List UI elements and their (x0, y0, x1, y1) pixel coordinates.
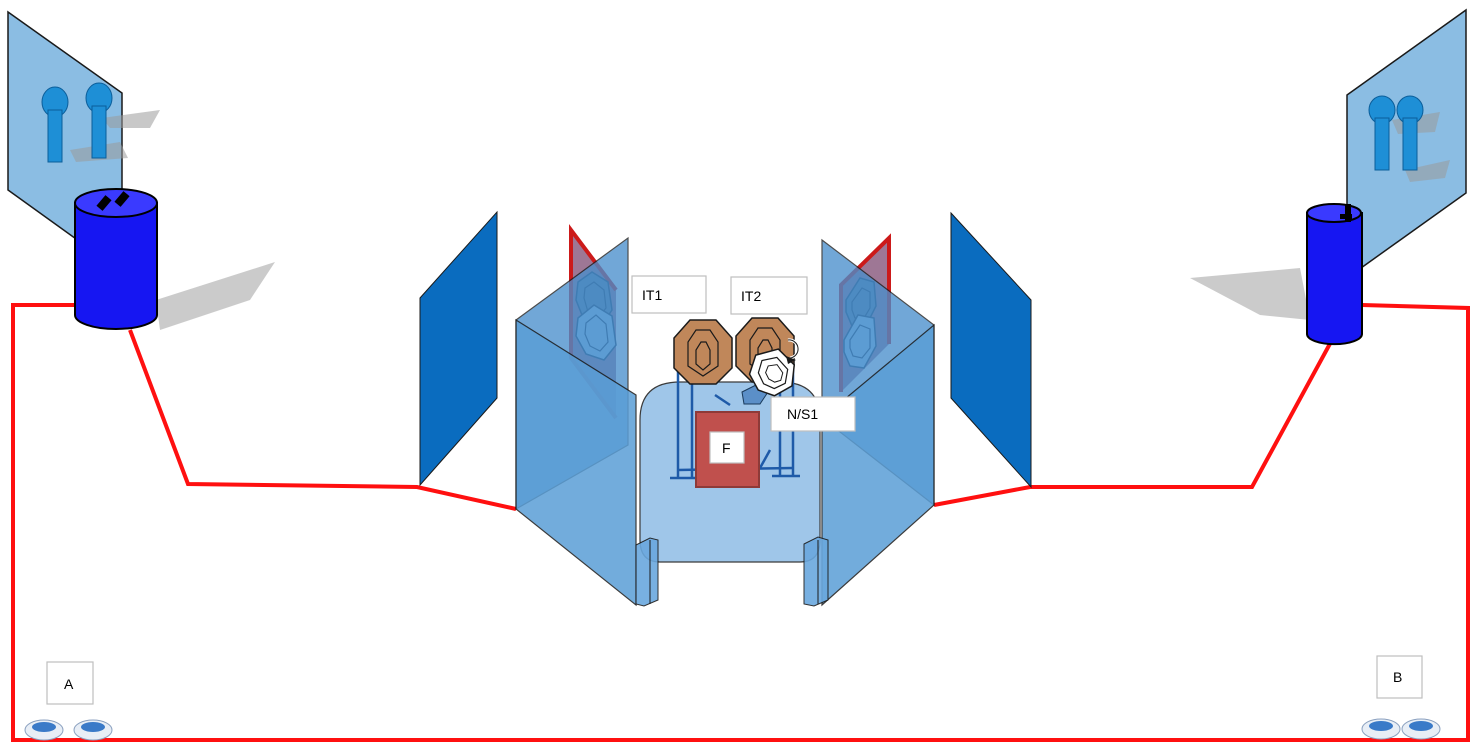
popper-icon (41, 86, 69, 163)
label-b: B (1376, 655, 1423, 699)
barrel-right (1306, 203, 1363, 346)
label-it2-text: IT2 (741, 288, 761, 304)
steel-target-icon (673, 319, 733, 385)
label-ns1-text: N/S1 (787, 406, 818, 422)
start-position-b (1361, 718, 1441, 740)
popper-icon (1368, 95, 1396, 171)
barrel-shadow (1190, 268, 1310, 320)
swinging-no-shoot (741, 338, 800, 405)
label-f-text: F (722, 440, 731, 456)
label-it1-text: IT1 (642, 287, 662, 303)
barrel-icon (74, 188, 158, 330)
wall-left-outer (419, 210, 498, 487)
barrel-left (74, 188, 158, 330)
fault-line (11, 303, 1470, 742)
barrel-icon (1306, 203, 1363, 346)
wall-right-inner (821, 238, 935, 607)
label-ns1: N/S1 (770, 396, 856, 432)
right-popper-panel (1346, 8, 1467, 280)
wall-right-outer (950, 211, 1032, 489)
popper-icon (1396, 95, 1424, 171)
label-f: F (709, 431, 745, 464)
wall-left-inner (515, 236, 637, 607)
label-it2: IT2 (730, 276, 808, 315)
start-position-a (24, 719, 113, 741)
label-a-text: A (64, 676, 74, 692)
start-position-icon (24, 719, 113, 741)
label-a: A (46, 661, 94, 705)
label-b-text: B (1393, 669, 1402, 685)
front-uprights (635, 536, 829, 607)
start-position-icon (1361, 718, 1441, 740)
label-it1: IT1 (631, 275, 707, 314)
barrel-shadow (156, 262, 275, 330)
popper-icon (85, 82, 113, 159)
steel-target-it1 (673, 319, 733, 385)
